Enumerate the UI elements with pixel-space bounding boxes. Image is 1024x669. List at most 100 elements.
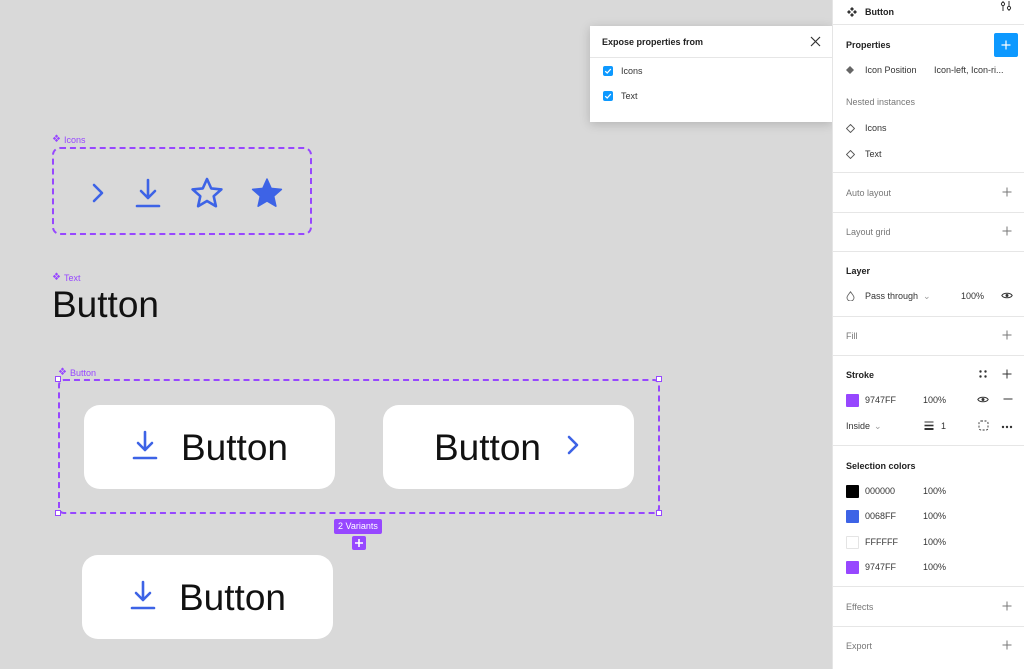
- component-set-icon: ❖: [58, 367, 67, 378]
- chevron-right-icon[interactable]: [80, 175, 116, 211]
- button-variants-frame[interactable]: [58, 379, 660, 514]
- effects-title: Effects: [846, 602, 874, 612]
- instance-diamond-icon: [846, 149, 855, 159]
- selected-component-name[interactable]: Button: [865, 7, 894, 17]
- button-instance[interactable]: Button: [82, 555, 333, 639]
- add-auto-layout-icon[interactable]: [1001, 186, 1013, 198]
- resize-handle-top-right[interactable]: [656, 376, 662, 382]
- layer-opacity[interactable]: 100%: [961, 291, 985, 301]
- color-opacity[interactable]: 100%: [923, 486, 947, 496]
- remove-stroke-icon[interactable]: [1003, 394, 1013, 406]
- property-value: Icon-left, Icon-ri...: [934, 65, 1004, 75]
- fill-section: Fill: [833, 317, 1024, 356]
- properties-title: Properties: [846, 40, 891, 50]
- selection-color-row[interactable]: 000000 100%: [846, 483, 1015, 499]
- stroke-color-row: 9747FF 100%: [846, 392, 1015, 408]
- nested-instance-text[interactable]: Text: [846, 146, 1015, 162]
- stroke-position-select[interactable]: Inside: [846, 421, 871, 431]
- instance-diamond-icon: [846, 123, 855, 133]
- stroke-hex[interactable]: 9747FF: [865, 395, 897, 405]
- icons-component-name: Icons: [63, 135, 86, 145]
- stroke-weight-value[interactable]: 1: [941, 421, 947, 431]
- icons-component-frame[interactable]: [52, 147, 312, 235]
- text-component-label[interactable]: ❖ Text: [52, 273, 81, 284]
- color-swatch[interactable]: [846, 535, 859, 549]
- eye-icon[interactable]: [1001, 291, 1013, 302]
- text-component-sample[interactable]: Button: [52, 284, 159, 325]
- add-export-icon[interactable]: [1001, 639, 1013, 651]
- button-component-label[interactable]: ❖ Button: [58, 367, 96, 379]
- layout-grid-section: Layout grid: [833, 213, 1024, 252]
- color-swatch[interactable]: [846, 509, 859, 523]
- icons-component-label[interactable]: ❖ Icons: [52, 134, 86, 146]
- properties-panel: Button Properties Icon Position Icon-lef…: [832, 0, 1024, 669]
- popover-header: Expose properties from: [590, 26, 832, 58]
- close-icon[interactable]: [808, 35, 822, 49]
- color-hex[interactable]: 000000: [865, 486, 896, 496]
- layout-grid-title: Layout grid: [846, 227, 891, 237]
- color-opacity[interactable]: 100%: [923, 511, 947, 521]
- layer-title: Layer: [846, 266, 871, 276]
- individual-strokes-icon[interactable]: [978, 420, 989, 433]
- button-variant-icon-left[interactable]: Button: [84, 405, 335, 489]
- property-name: Icon Position: [865, 65, 917, 75]
- style-grid-icon[interactable]: [978, 369, 988, 381]
- auto-layout-section: Auto layout: [833, 173, 1024, 213]
- chevron-down-icon[interactable]: ⌄: [874, 420, 882, 431]
- property-icon-position[interactable]: Icon Position Icon-left, Icon-ri...: [846, 62, 1015, 78]
- chevron-down-icon[interactable]: ⌄: [923, 290, 931, 301]
- stroke-swatch[interactable]: [846, 393, 859, 407]
- variants-badge[interactable]: 2 Variants: [334, 519, 382, 534]
- resize-handle-top-left[interactable]: [55, 376, 61, 382]
- panel-header: Button: [833, 0, 1024, 25]
- resize-handle-bottom-left[interactable]: [55, 510, 61, 516]
- chevron-right-icon: [563, 433, 583, 462]
- layer-blend-row: Pass through ⌄ 100%: [846, 288, 1015, 304]
- color-hex[interactable]: 0068FF: [865, 511, 897, 521]
- button-label: Button: [181, 426, 288, 468]
- add-stroke-icon[interactable]: [1001, 368, 1013, 380]
- button-variant-icon-right[interactable]: Button: [383, 405, 634, 489]
- stroke-weight-icon: [924, 421, 934, 432]
- star-outline-icon[interactable]: [189, 175, 225, 211]
- add-property-button[interactable]: [994, 33, 1018, 57]
- more-options-icon[interactable]: [1001, 421, 1013, 431]
- color-hex[interactable]: FFFFFF: [865, 537, 898, 547]
- star-filled-icon[interactable]: [249, 175, 285, 211]
- nested-instance-icons[interactable]: Icons: [846, 120, 1015, 136]
- expose-properties-popover: Expose properties from Icons Text: [590, 26, 832, 122]
- selection-color-row[interactable]: 9747FF 100%: [846, 559, 1015, 575]
- eye-icon[interactable]: [977, 395, 989, 406]
- blend-mode-select[interactable]: Pass through: [865, 291, 919, 301]
- add-layout-grid-icon[interactable]: [1001, 225, 1013, 237]
- checkbox-checked-icon[interactable]: [603, 90, 613, 101]
- color-hex[interactable]: 9747FF: [865, 562, 897, 572]
- color-swatch[interactable]: [846, 560, 859, 574]
- export-title: Export: [846, 641, 873, 651]
- properties-section: Properties Icon Position Icon-left, Icon…: [833, 25, 1024, 173]
- expose-option-icons[interactable]: Icons: [590, 58, 832, 83]
- download-icon[interactable]: [130, 175, 166, 211]
- fill-title: Fill: [846, 331, 858, 341]
- export-section: Export: [833, 627, 1024, 669]
- color-opacity[interactable]: 100%: [923, 562, 947, 572]
- checkbox-checked-icon[interactable]: [603, 65, 613, 76]
- download-icon: [131, 429, 159, 466]
- expose-option-text[interactable]: Text: [590, 83, 832, 108]
- selection-color-row[interactable]: 0068FF 100%: [846, 508, 1015, 524]
- selection-colors-section: Selection colors 000000 100% 0068FF 100%…: [833, 446, 1024, 587]
- color-opacity[interactable]: 100%: [923, 537, 947, 547]
- add-effect-icon[interactable]: [1001, 600, 1013, 612]
- nested-instances-title: Nested instances: [846, 97, 916, 107]
- component-icon: ❖: [52, 134, 61, 145]
- color-swatch[interactable]: [846, 484, 859, 498]
- layer-section: Layer Pass through ⌄ 100%: [833, 252, 1024, 317]
- resize-handle-bottom-right[interactable]: [656, 510, 662, 516]
- stroke-opacity[interactable]: 100%: [923, 395, 947, 405]
- add-variant-button[interactable]: [352, 536, 366, 550]
- add-fill-icon[interactable]: [1001, 329, 1013, 341]
- adjust-icon[interactable]: [1000, 0, 1012, 14]
- selection-color-row[interactable]: FFFFFF 100%: [846, 534, 1015, 550]
- download-icon: [129, 579, 157, 616]
- text-component-name: Text: [63, 273, 81, 283]
